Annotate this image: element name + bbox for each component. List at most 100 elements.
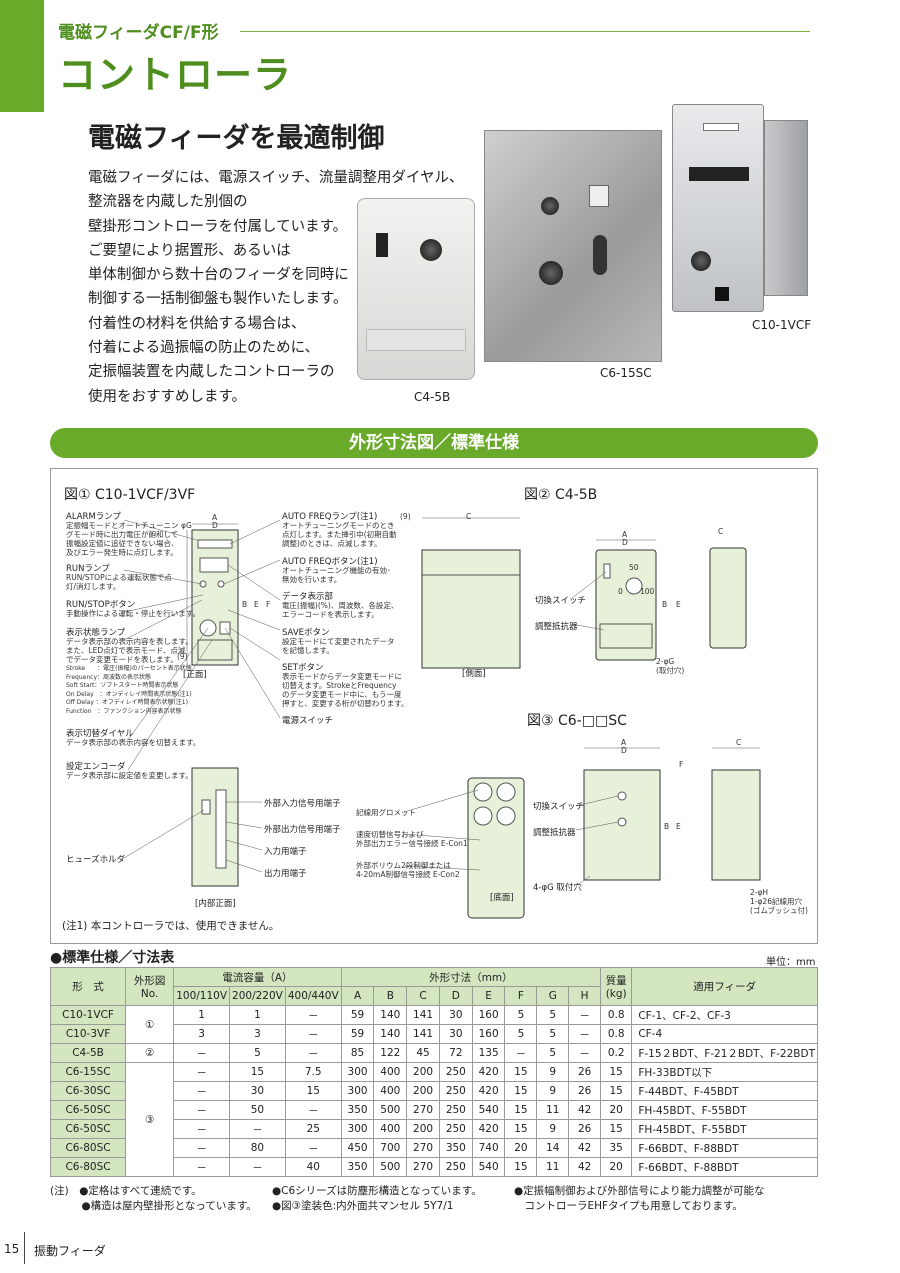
- table-cell: 3: [229, 1024, 286, 1044]
- table-cell: 15: [600, 1062, 633, 1082]
- table-cell: F-15２BDT、F-21２BDT、F-22BDT: [631, 1043, 818, 1063]
- table-cell: 59: [340, 1024, 375, 1044]
- table-cell: －: [173, 1062, 231, 1082]
- fig3-label-resistor: 調整抵抗器: [533, 828, 576, 838]
- knob-icon: [541, 197, 559, 215]
- photo-c10-side: [764, 120, 808, 296]
- intro-line: 付着性の材料を供給する場合は、: [88, 315, 306, 332]
- fig1-label-input: 入力用端子: [264, 847, 307, 857]
- fig1-label-ext-out: 外部出力信号用端子: [264, 825, 341, 835]
- fig1-desc-alarm: 定振幅モードとオートチューニン グモード時に出力電圧が飽和して 振幅設定値に追従…: [66, 521, 179, 557]
- fig1-label-runstop: RUN/STOPボタン: [66, 600, 136, 610]
- dim-label: C: [736, 738, 742, 747]
- table-cell: 420: [471, 1081, 506, 1101]
- table-cell: －: [284, 1043, 342, 1063]
- table-cell: 9: [536, 1081, 570, 1101]
- table-cell: －: [568, 1024, 602, 1044]
- table-cell: 11: [536, 1157, 570, 1177]
- table-cell: 14: [536, 1138, 570, 1158]
- table-cell: 200: [406, 1062, 440, 1082]
- table-cell: 135: [471, 1043, 506, 1063]
- table-cell: 250: [438, 1081, 473, 1101]
- fig2-side-caption: [側面]: [462, 669, 486, 679]
- table-cell: 400: [373, 1119, 408, 1139]
- switch-icon: [376, 233, 388, 257]
- table-cell: 35: [600, 1138, 633, 1158]
- dim-label: B: [662, 600, 668, 609]
- fig1-label-ext-in: 外部入力信号用端子: [264, 799, 341, 809]
- table-cell: －: [173, 1100, 231, 1120]
- table-cell: 1: [229, 1005, 286, 1025]
- table-cell: 540: [471, 1100, 506, 1120]
- fig1-label-fuse: ヒューズホルダ: [66, 855, 126, 865]
- table-cell: 26: [568, 1062, 602, 1082]
- table-cell: 350: [340, 1157, 375, 1177]
- caption-c4-5b: C4-5B: [414, 390, 451, 404]
- intro-line: 単体制御から数十台のフィーダを同時に: [88, 267, 349, 284]
- fig3-hole-note: 2-φH 1-φ26記線用穴 (ゴムブッシュ付): [750, 888, 808, 915]
- fig1-desc-runstop: 手動操作による運転・停止を行います。: [66, 609, 201, 618]
- table-cell: 160: [471, 1005, 506, 1025]
- table-cell: FH-45BDT、F-55BDT: [631, 1119, 818, 1139]
- table-cell: －: [284, 1005, 342, 1025]
- fig1-label-set: SETボタン: [282, 663, 324, 673]
- spec-title: ●標準仕様／寸法表: [50, 950, 175, 966]
- table-cell: ③: [125, 1062, 175, 1177]
- table-cell: ①: [125, 1005, 175, 1044]
- dim-label: (9): [177, 652, 188, 661]
- state-item: Soft Start：ソフトスタート時間表示状態: [66, 682, 179, 689]
- fig1-desc-autofreq-lamp: オートチューニングモードのとき 点灯します。また挿引中(初期自動 調整)のときは…: [282, 521, 397, 548]
- table-cell: 26: [568, 1119, 602, 1139]
- fig1-desc-run: RUN/STOPによる運転状態で点 灯/消灯します。: [66, 573, 172, 591]
- table-cell: C10-3VF: [49, 1024, 127, 1044]
- fig1-label-run: RUNランプ: [66, 564, 110, 574]
- dial-mark: 0: [618, 587, 623, 596]
- table-cell: 20: [600, 1157, 633, 1177]
- table-cell: 15: [600, 1081, 633, 1101]
- col-model: 形 式: [49, 967, 127, 1006]
- table-cell: 9: [536, 1119, 570, 1139]
- dial-mark: 100: [640, 587, 655, 596]
- dim-label: B: [664, 822, 670, 831]
- col-fig: 外形図 No.: [125, 967, 175, 1006]
- table-cell: 270: [406, 1138, 440, 1158]
- table-cell: 400: [373, 1081, 408, 1101]
- table-cell: 5: [536, 1043, 570, 1063]
- intro-text: 電磁フィーダには、電源スイッチ、流量調整用ダイヤル、 整流器を内蔵した別個の 壁…: [88, 166, 463, 409]
- table-cell: －: [284, 1138, 342, 1158]
- dim-label: E: [676, 822, 681, 831]
- fig2-label-switch: 切換スイッチ: [535, 596, 587, 606]
- table-cell: 40: [284, 1157, 342, 1177]
- col-dim: B: [373, 986, 408, 1006]
- table-cell: 42: [568, 1100, 602, 1120]
- knob-icon: [420, 239, 442, 261]
- dial-mark: 50: [629, 563, 639, 572]
- table-cell: －: [229, 1157, 286, 1177]
- footnote: (注) ●定格はすべて連続です。: [50, 1185, 202, 1197]
- col-volt: 400/440V: [284, 986, 342, 1006]
- table-cell: －: [173, 1043, 231, 1063]
- table-cell: F-66BDT、F-88BDT: [631, 1157, 818, 1177]
- col-volt: 100/110V: [173, 986, 231, 1006]
- fig2-label-resistor: 調整抵抗器: [535, 622, 578, 632]
- warning-label-icon: [589, 185, 609, 207]
- header-rule: [240, 31, 810, 32]
- intro-line: 制御する一括制御盤も製作いたします。: [88, 291, 348, 308]
- footnote: ●構造は屋内壁掛形となっています。: [50, 1200, 257, 1212]
- fig1-label-display: データ表示部: [282, 592, 334, 602]
- footnote: ●C6シリーズは防塵形構造となっています。: [272, 1185, 482, 1197]
- table-cell: －: [568, 1043, 602, 1063]
- table-cell: 85: [340, 1043, 375, 1063]
- footnotes-col1: (注) ●定格はすべて連続です。 ●構造は屋内壁掛形となっています。: [50, 1184, 257, 1214]
- dim-label: D: [622, 538, 628, 547]
- footnotes-col3: ●定振幅制御および外部信号により能力調整が可能な コントローラEHFタイプも用意…: [514, 1184, 764, 1214]
- table-cell: 540: [471, 1157, 506, 1177]
- fig1-inner-caption: [内部正面]: [195, 899, 236, 909]
- dim-label: A: [622, 530, 628, 539]
- table-cell: C6-50SC: [49, 1100, 127, 1120]
- photo-c10-1vcf: [672, 104, 764, 312]
- col-dim: G: [536, 986, 570, 1006]
- dim-label: F: [679, 760, 684, 769]
